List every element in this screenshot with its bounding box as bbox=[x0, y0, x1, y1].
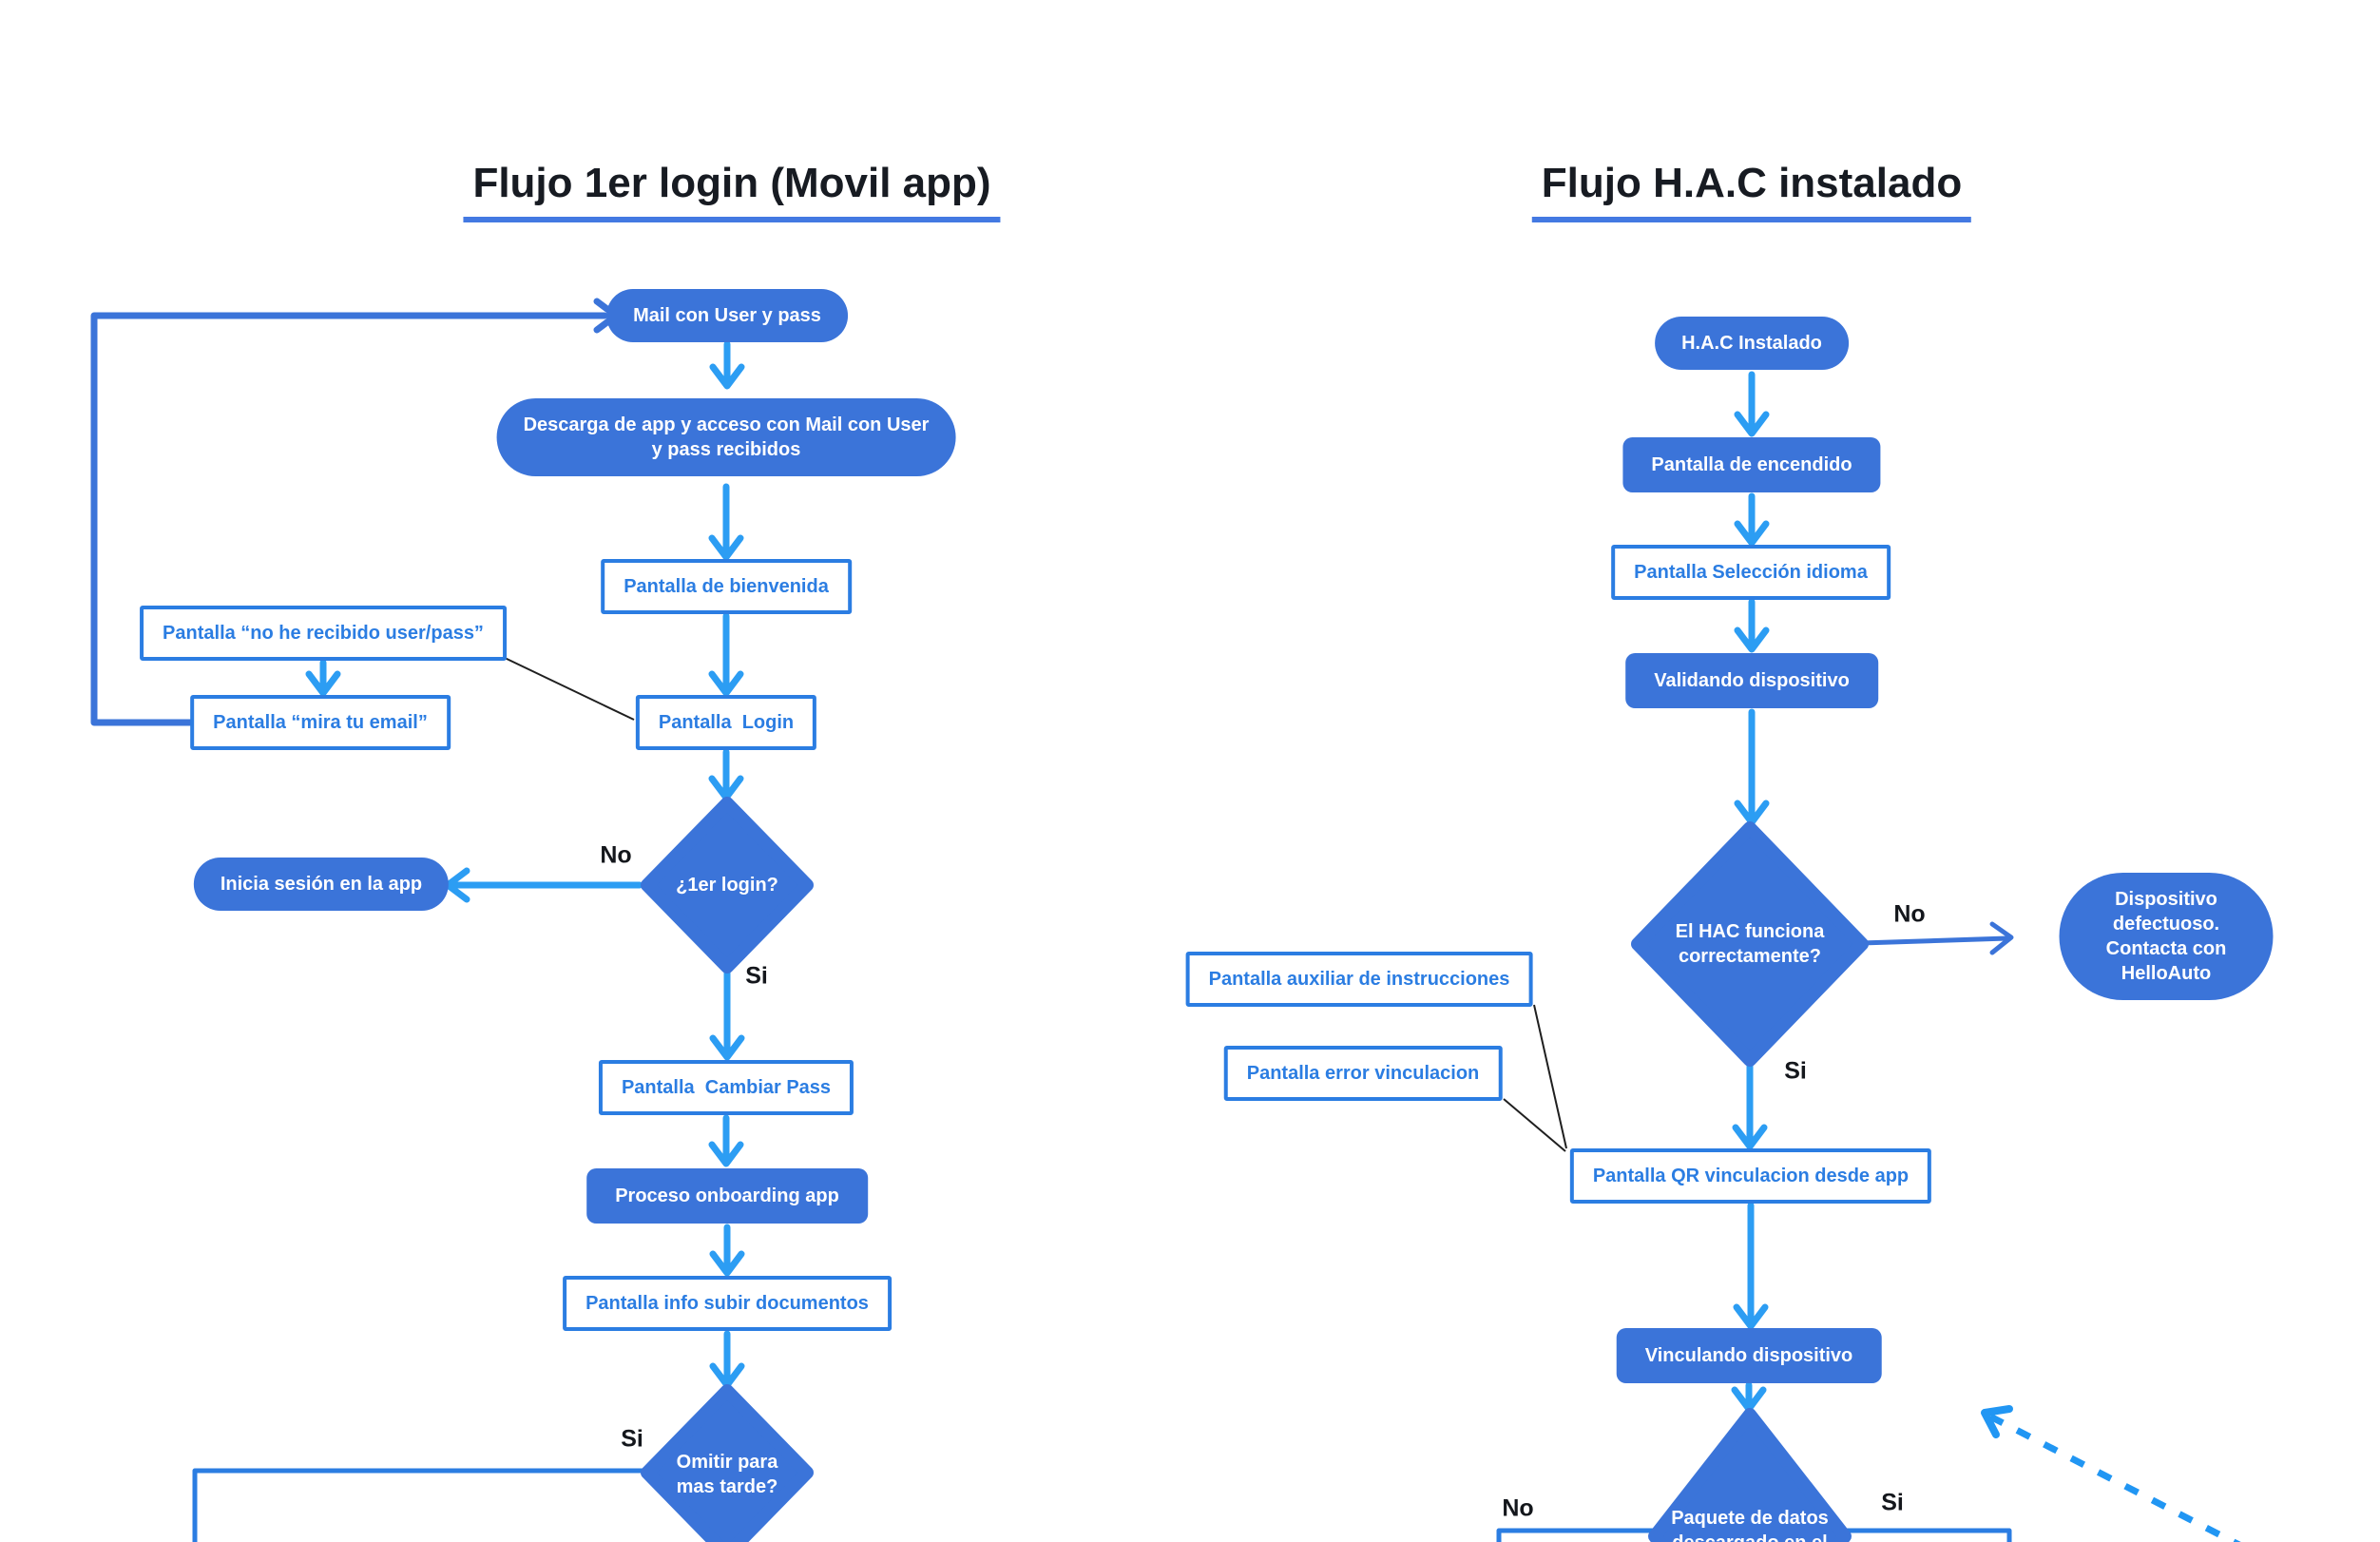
node-pantalla-encendido[interactable]: Pantalla de encendido bbox=[1622, 437, 1881, 492]
edge-label-primer-login-si: Si bbox=[745, 962, 768, 990]
node-pantalla-idioma[interactable]: Pantalla Selección idioma bbox=[1611, 545, 1891, 600]
connector-miraemail-loop-mail bbox=[90, 312, 608, 726]
right-flow-title: Flujo H.A.C instalado bbox=[1531, 160, 1972, 222]
arrowhead-cambiarpass-onboarding bbox=[708, 1141, 744, 1167]
edge-label-hac-si: Si bbox=[1784, 1057, 1807, 1085]
node-dispositivo-defectuoso[interactable]: Dispositivo defectuoso. Contacta con Hel… bbox=[2059, 873, 2274, 1000]
node-pantalla-cambiar-pass[interactable]: Pantalla Cambiar Pass bbox=[598, 1060, 854, 1115]
line-norecibido-login bbox=[504, 657, 635, 721]
connector-omitir-si-branch bbox=[192, 1468, 648, 1542]
node-vinculando-dispositivo[interactable]: Vinculando dispositivo bbox=[1616, 1328, 1882, 1383]
diamond-primer-login[interactable] bbox=[641, 797, 814, 973]
node-pantalla-info-docs[interactable]: Pantalla info subir documentos bbox=[563, 1276, 892, 1331]
edge-label-hac-no: No bbox=[1893, 900, 1926, 928]
line-error-qr bbox=[1503, 1098, 1566, 1152]
arrowhead-descarga-bienvenida bbox=[708, 534, 744, 561]
arrowhead-qr-vinculando bbox=[1733, 1303, 1769, 1330]
node-hac-instalado[interactable]: H.A.C Instalado bbox=[1655, 317, 1849, 370]
node-validando-dispositivo[interactable]: Validando dispositivo bbox=[1625, 653, 1878, 708]
arrowhead-diamond-qr bbox=[1732, 1124, 1768, 1150]
arrowhead-norecibido-miraemail bbox=[305, 670, 341, 697]
node-pantalla-error-vinculacion[interactable]: Pantalla error vinculacion bbox=[1223, 1046, 1503, 1101]
connector-diamond-defectuoso bbox=[1858, 935, 2010, 946]
label-diamond-paquete-datos: Paquete de datos descargado en el bbox=[1671, 1508, 1829, 1542]
connector-paquete-no-branch bbox=[1496, 1528, 1661, 1542]
node-pantalla-login[interactable]: Pantalla Login bbox=[635, 695, 817, 750]
arrowhead-encendido-idioma bbox=[1734, 520, 1770, 547]
diamond-paquete-datos[interactable] bbox=[1648, 1408, 1852, 1542]
label-diamond-primer-login: ¿1er login? bbox=[676, 875, 778, 896]
arrowhead-hac-encendido bbox=[1734, 411, 1770, 437]
left-flow-title: Flujo 1er login (Movil app) bbox=[463, 160, 1001, 222]
dashed-arrow-head bbox=[1981, 1405, 2013, 1438]
diamond-omitir[interactable] bbox=[641, 1384, 814, 1542]
node-inicia-sesion[interactable]: Inicia sesión en la app bbox=[193, 858, 450, 911]
arrowhead-diamond-defectuoso bbox=[1989, 921, 2014, 955]
arrowhead-onboarding-infodocs bbox=[709, 1250, 745, 1277]
node-pantalla-qr-vinculacion[interactable]: Pantalla QR vinculacion desde app bbox=[1569, 1148, 1932, 1204]
connector-paquete-si-branch bbox=[1838, 1528, 2012, 1542]
label-diamond-omitir: Omitir para mas tarde? bbox=[676, 1452, 778, 1497]
edge-label-omitir-si: Si bbox=[621, 1425, 643, 1453]
node-descarga-app[interactable]: Descarga de app y acceso con Mail con Us… bbox=[496, 398, 956, 476]
node-pantalla-aux-instrucciones[interactable]: Pantalla auxiliar de instrucciones bbox=[1185, 952, 1533, 1007]
label-diamond-hac-funciona: El HAC funciona correctamente? bbox=[1675, 921, 1825, 967]
arrowhead-mail-descarga bbox=[709, 363, 745, 390]
arrowhead-bienvenida-login bbox=[708, 670, 744, 697]
edge-label-paquete-si: Si bbox=[1881, 1489, 1904, 1516]
edge-label-primer-login-no: No bbox=[600, 841, 632, 869]
line-aux-qr bbox=[1533, 1004, 1567, 1149]
node-proceso-onboarding[interactable]: Proceso onboarding app bbox=[586, 1168, 868, 1224]
arrowhead-diamond-cambiarpass bbox=[709, 1034, 745, 1061]
node-mail-con-user[interactable]: Mail con User y pass bbox=[606, 289, 848, 342]
node-pantalla-no-recibido[interactable]: Pantalla “no he recibido user/pass” bbox=[140, 606, 507, 661]
diamond-hac-funciona[interactable] bbox=[1631, 821, 1869, 1067]
node-pantalla-bienvenida[interactable]: Pantalla de bienvenida bbox=[601, 559, 852, 614]
edge-label-paquete-no: No bbox=[1502, 1494, 1534, 1522]
arrowhead-idioma-validando bbox=[1734, 626, 1770, 653]
node-pantalla-mira-email[interactable]: Pantalla “mira tu email” bbox=[190, 695, 451, 750]
dashed-arrow-line bbox=[1988, 1413, 2241, 1542]
